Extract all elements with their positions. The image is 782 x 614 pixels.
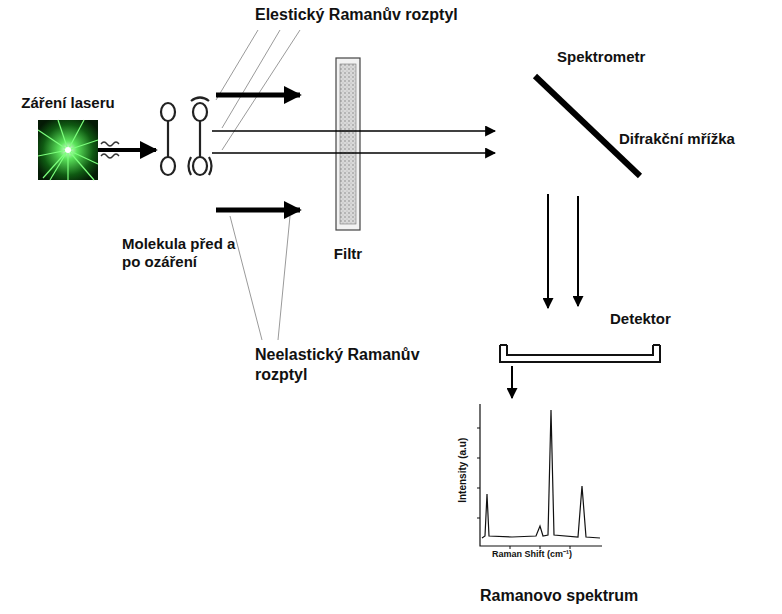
connector-arrow <box>511 366 513 398</box>
detector-tray <box>500 344 507 346</box>
molecule-picture <box>193 103 207 121</box>
wave-lines <box>101 154 119 158</box>
leader-lines <box>222 30 280 128</box>
spectrum-chart <box>477 458 480 459</box>
molecule-picture <box>189 157 192 175</box>
connector-arrow <box>98 148 156 152</box>
scatter-arrows <box>216 93 300 98</box>
laser-picture <box>65 147 71 153</box>
laser-picture <box>38 130 68 150</box>
beam-lines <box>336 152 360 154</box>
molecule-picture <box>161 103 175 121</box>
molecule-picture <box>199 121 201 157</box>
leader-lines <box>278 216 290 340</box>
molecule-picture <box>161 98 212 176</box>
spectrum-chart <box>570 546 571 549</box>
spectrum-chart <box>480 404 602 546</box>
spectrum-chart <box>540 546 541 549</box>
detector-tray <box>500 345 660 362</box>
scatter-label: Neelastický Ramanův rozptyl <box>255 345 455 385</box>
node-text: Ramanovo spektrum <box>480 586 638 605</box>
molecule-picture <box>209 157 212 175</box>
laser-picture <box>38 120 98 180</box>
laser-picture <box>68 120 84 150</box>
detector-tray <box>507 345 653 355</box>
axis-label: Intensity (a.u) <box>457 425 470 515</box>
node-text: Molekula před a po ozáření <box>122 235 246 271</box>
beam-line <box>577 196 579 306</box>
spectrum-chart <box>477 518 480 519</box>
laser-picture <box>38 120 98 180</box>
laser-picture <box>38 150 68 156</box>
axis-label: Raman Shift (cm⁻¹) <box>492 549 572 560</box>
spectrum-chart <box>510 546 511 549</box>
beam-lines <box>212 131 495 153</box>
laser-picture <box>68 150 98 164</box>
laser-picture <box>68 150 94 180</box>
laser-picture <box>38 120 98 180</box>
spectrum-chart <box>477 428 480 429</box>
spectrum-chart <box>482 410 600 538</box>
detector: Detektor <box>498 308 693 366</box>
spectrum-chart <box>477 404 602 549</box>
grating-line <box>535 76 640 176</box>
spectrum-chart <box>477 428 570 549</box>
node-text: Záření laseru <box>8 94 128 112</box>
laser-picture <box>67 150 68 180</box>
detector-tray <box>500 345 660 362</box>
leader-lines <box>216 30 258 100</box>
beam-lines <box>336 130 360 132</box>
scatter-arrows <box>216 208 300 213</box>
node-text: Spektrometr <box>557 48 645 66</box>
filter-picture <box>340 64 356 224</box>
molecule-picture <box>191 98 209 102</box>
laser-picture <box>58 120 68 150</box>
detector-tray <box>653 344 660 346</box>
laser-source: Záření laseru <box>38 120 98 180</box>
molecule-picture <box>161 157 175 175</box>
filter-picture <box>336 58 360 230</box>
connector-arrow <box>547 194 549 308</box>
filter-picture <box>336 58 360 230</box>
beam-lines <box>212 152 336 154</box>
laser-picture <box>50 150 68 180</box>
spectrometer: SpektrometrDifrakční mřížka <box>495 44 765 194</box>
scatter-label: Elestický Ramanův rozptyl <box>255 5 458 25</box>
filter: Filtr <box>336 58 360 230</box>
connector-arrow <box>360 130 495 132</box>
node-text: Filtr <box>322 245 374 263</box>
leader-lines <box>216 30 300 340</box>
wave-lines <box>101 142 119 146</box>
molecule-picture <box>167 121 169 157</box>
leader-lines <box>222 30 300 150</box>
raman-spectrum: Ramanovo spektrum <box>452 398 672 610</box>
beam-lines <box>360 152 495 154</box>
node-text: Detektor <box>610 310 671 328</box>
molecule: Molekula před a po ozáření <box>156 94 212 176</box>
leader-lines <box>230 216 262 340</box>
molecule-picture <box>193 157 207 175</box>
node-text: Difrakční mřížka <box>619 130 735 148</box>
connector-arrow <box>212 130 336 132</box>
spectrum-chart <box>477 488 480 489</box>
